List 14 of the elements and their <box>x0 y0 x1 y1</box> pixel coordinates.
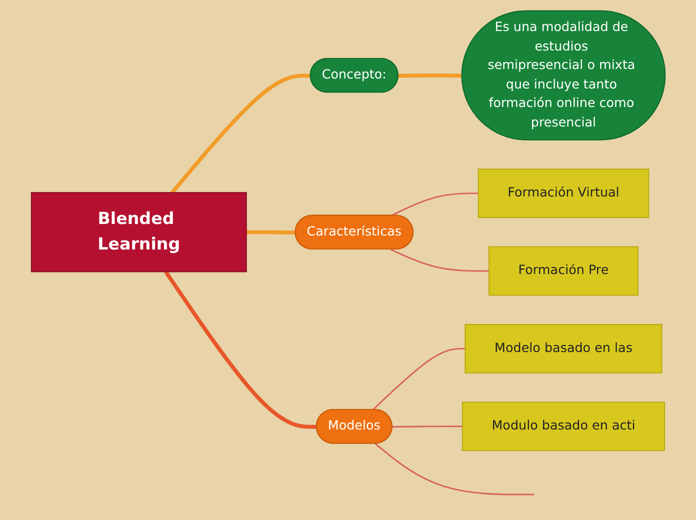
node-box: Blended Learning <box>30 192 247 272</box>
node-box: Modelo basado en las <box>464 324 662 374</box>
connector <box>246 230 296 235</box>
connector <box>390 192 478 216</box>
connector <box>390 248 489 272</box>
connector <box>398 74 462 78</box>
connector <box>392 426 462 428</box>
node-box: Formación Pre <box>488 246 638 296</box>
connector <box>164 270 317 429</box>
node-box: Modulo basado en acti <box>462 402 665 452</box>
connector <box>170 74 311 194</box>
node-box: Formación Virtual <box>478 168 649 218</box>
connector <box>372 348 465 411</box>
connector <box>374 443 534 496</box>
